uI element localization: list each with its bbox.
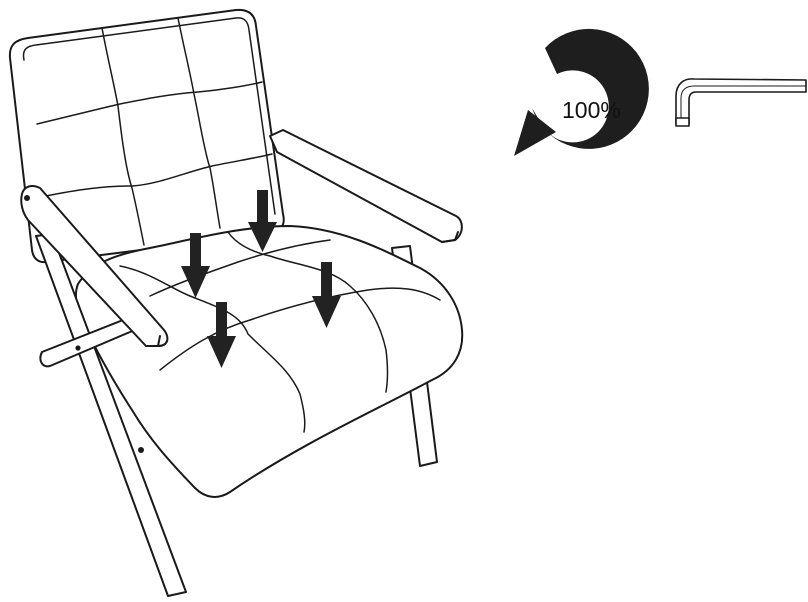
armrest-right [269, 129, 463, 243]
press-down-arrow [248, 190, 277, 252]
press-down-arrow [312, 262, 341, 328]
rotate-counterclockwise-arrow-icon [514, 110, 556, 156]
rotation-arc [532, 28, 649, 149]
armchair-illustration [8, 8, 464, 597]
press-down-arrow [181, 233, 210, 298]
backrest-cushion [8, 8, 285, 264]
press-arrows [181, 190, 341, 368]
press-down-arrow [207, 302, 236, 368]
rotation-percent-label: 100% [562, 97, 621, 123]
seat-tufting [119, 231, 441, 433]
backrest-tufting [36, 17, 273, 246]
allen-key-icon [675, 78, 807, 127]
seat-cushion [74, 225, 464, 498]
armrest-left [20, 185, 169, 347]
rotation-indicator: 100% [514, 28, 649, 156]
